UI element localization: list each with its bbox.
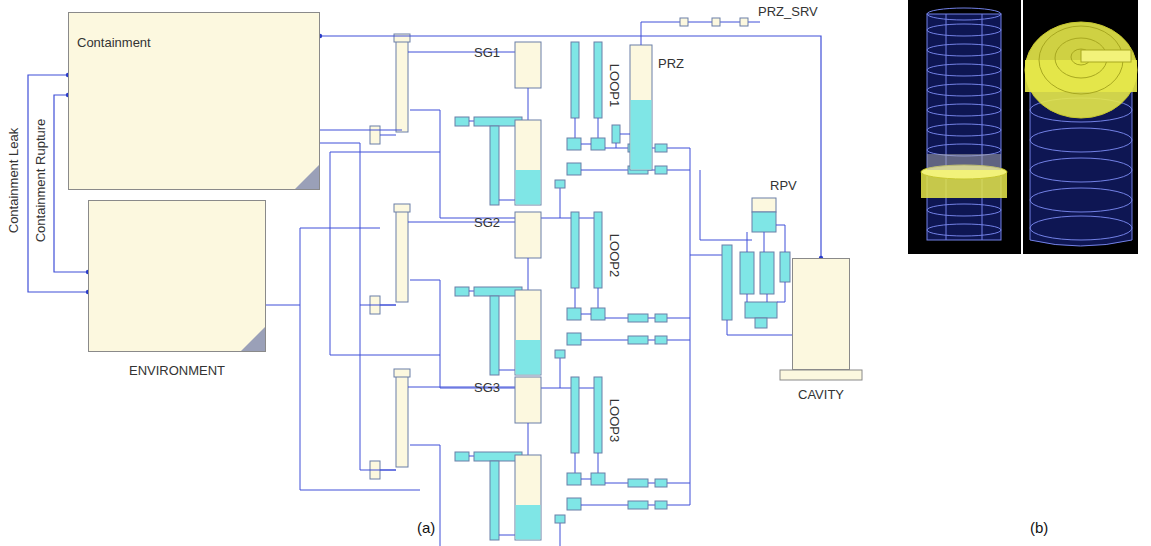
component-label: SG1 [474, 45, 500, 60]
panel-label: (a) [417, 520, 435, 535]
component-label: RPV [770, 178, 797, 193]
loop-label: LOOP1 [607, 64, 622, 107]
volume-label: Containment [77, 35, 151, 50]
environment-volume: ENVIRONMENT [88, 200, 266, 352]
component-label: SG3 [474, 380, 500, 395]
corner-marker [241, 327, 265, 351]
corner-triangle [295, 165, 319, 189]
cavity-volume: CAVITY [792, 258, 850, 370]
containment-volume: Containment [68, 12, 320, 190]
loop-label: LOOP3 [607, 399, 622, 442]
component-label: PRZ [658, 56, 684, 71]
corner-triangle [241, 327, 265, 351]
volume-label: CAVITY [798, 387, 844, 402]
component-label: SG2 [474, 215, 500, 230]
volume-label: ENVIRONMENT [129, 363, 225, 378]
connection-label: Containment Leak [6, 128, 21, 234]
flow-connector [320, 36, 821, 258]
valve-label: PRZ_SRV [758, 4, 818, 19]
loop-label: LOOP2 [607, 234, 622, 277]
connection-label: Containment Rupture [33, 119, 48, 243]
panel-label: (b) [1030, 520, 1048, 535]
corner-marker [295, 165, 319, 189]
